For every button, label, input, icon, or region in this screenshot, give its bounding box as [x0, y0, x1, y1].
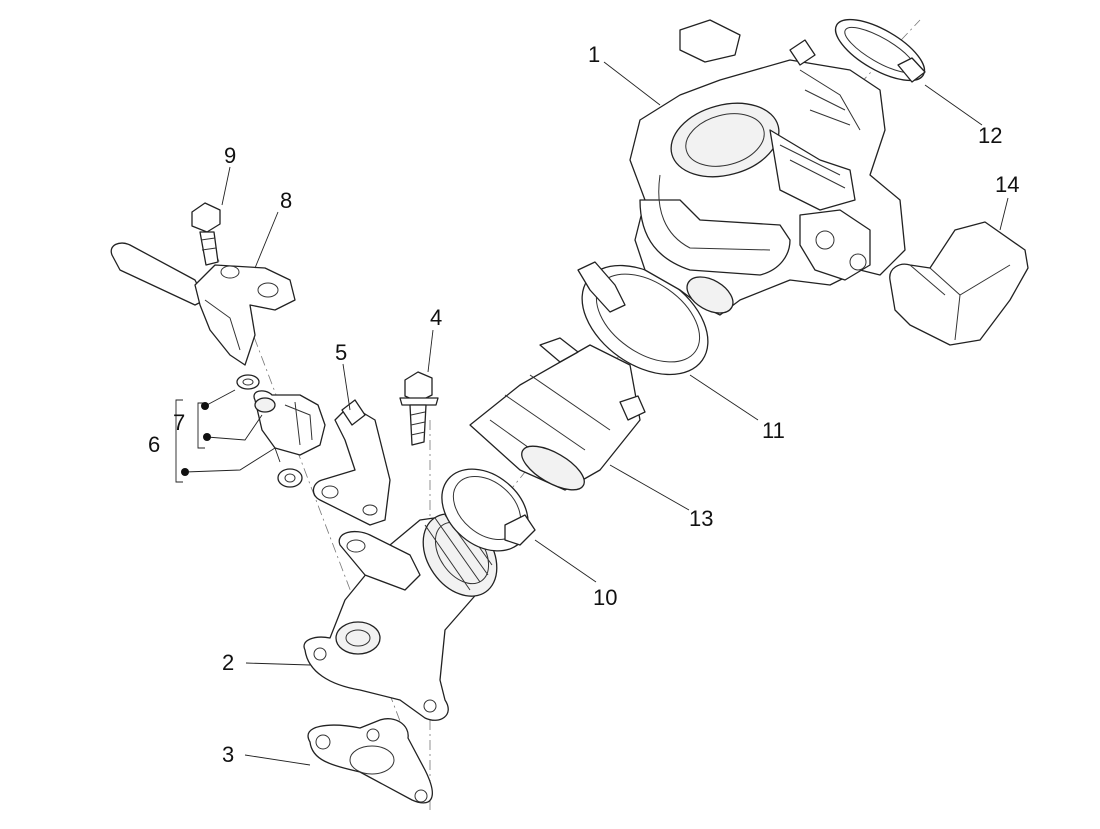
callout-13: 13: [689, 506, 713, 531]
part-bracket[interactable]: [312, 399, 391, 526]
callout-11: 11: [762, 418, 785, 443]
part-clamp-12[interactable]: [827, 8, 934, 93]
callout-3: 3: [222, 742, 234, 767]
part-adapter-sleeve[interactable]: [469, 337, 646, 498]
callout-9: 9: [224, 143, 236, 168]
callout-14: 14: [995, 172, 1019, 197]
leader-lines: [175, 61, 1009, 766]
callout-6: 6: [148, 432, 160, 457]
part-sensor[interactable]: [236, 374, 326, 488]
callout-7: 7: [173, 410, 185, 435]
callout-12: 12: [978, 123, 1002, 148]
callout-8: 8: [280, 188, 292, 213]
callout-5: 5: [335, 340, 347, 365]
part-clamp-10[interactable]: [426, 452, 545, 567]
part-screw-9[interactable]: [191, 202, 221, 266]
part-gasket[interactable]: [307, 718, 433, 804]
callout-2: 2: [222, 650, 234, 675]
part-cover[interactable]: [889, 221, 1029, 346]
part-throttle-body[interactable]: [629, 19, 906, 320]
callout-4: 4: [430, 305, 442, 330]
callouts: 1 2 3 4 5 6 7 8 9 10 11 12 13 14: [148, 42, 1019, 767]
part-screw-4[interactable]: [399, 371, 439, 446]
callout-10: 10: [593, 585, 617, 610]
callout-1: 1: [588, 42, 600, 67]
part-connector-bracket[interactable]: [110, 242, 296, 366]
bracket-dots: [181, 402, 211, 476]
